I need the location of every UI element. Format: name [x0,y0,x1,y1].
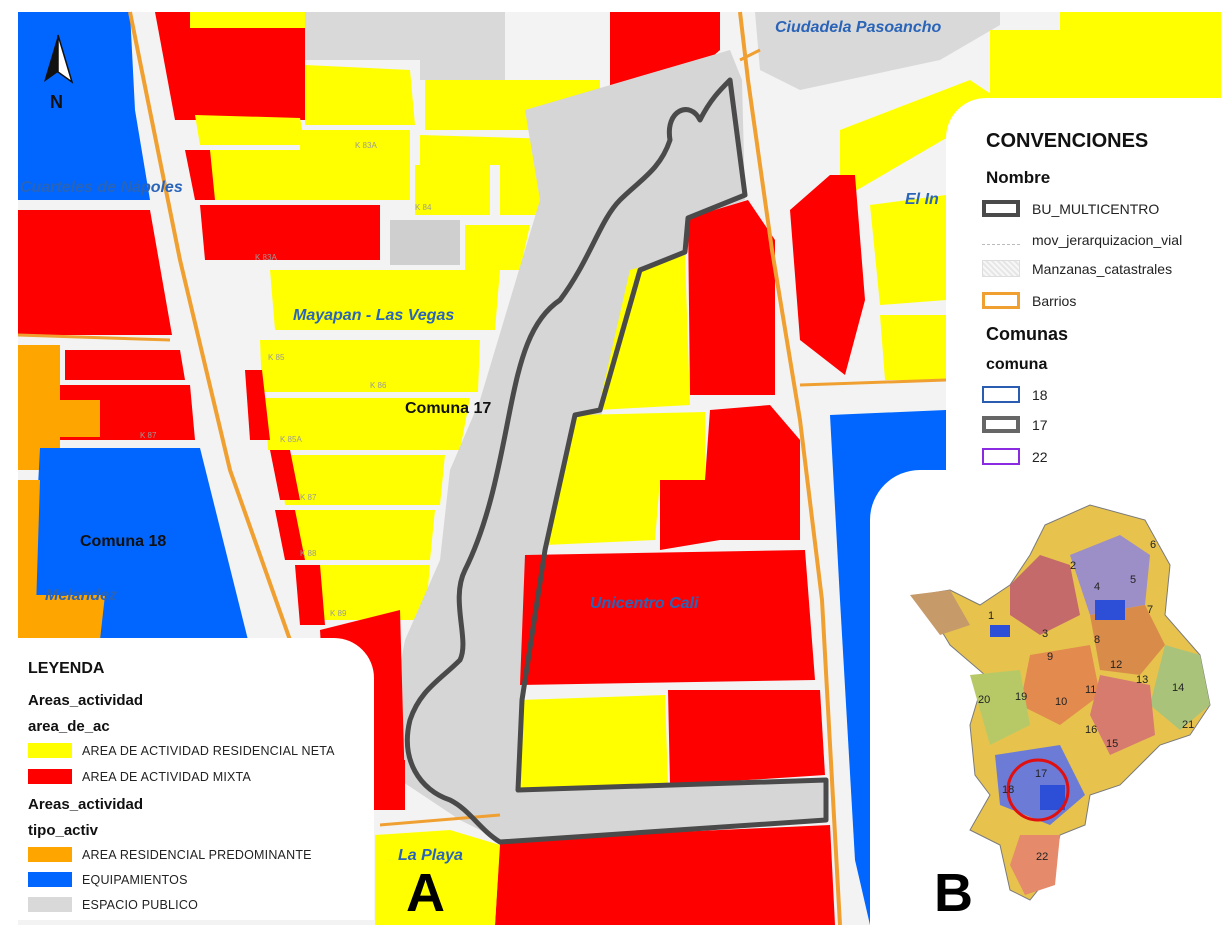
conventions-title: CONVENCIONES [986,130,1149,152]
label-comuna-18: Comuna 18 [80,533,166,550]
panel-label-a: A [406,863,445,923]
conv-item-label: 17 [1032,416,1048,433]
inset-highlight-circle [1006,758,1070,822]
svg-text:K 83A: K 83A [255,253,277,262]
comunas-title: Comunas [986,324,1069,344]
legend-item-residencial-predominante: AREA RESIDENCIAL PREDOMINANTE [28,847,312,862]
inset-map: 1 2 3 4 5 6 7 8 9 10 11 12 13 14 15 16 1… [910,504,1211,901]
legend-item-actividad-mixta: AREA DE ACTIVIDAD MIXTA [28,769,251,784]
swatch-dotted [982,260,1020,277]
legend-group1-field: area_de_ac [28,718,110,735]
inset-number: 12 [1110,659,1122,671]
inset-number: 17 [1035,768,1047,780]
inset-number: 13 [1136,674,1148,686]
inset-number: 18 [1002,784,1014,796]
inset-number: 10 [1055,696,1067,708]
comunas-field: comuna [986,356,1048,373]
conv-item-vial: mov_jerarquizacion_vial [982,232,1182,248]
inset-number: 19 [1015,691,1027,703]
inset-number: 16 [1085,724,1097,736]
swatch-blue-outline [982,386,1020,403]
conv-item-label: Manzanas_catastrales [1032,260,1173,277]
legend-item-label: AREA DE ACTIVIDAD RESIDENCIAL NETA [82,743,335,758]
inset-number: 8 [1094,634,1100,646]
swatch-orange-outline [982,292,1020,309]
svg-text:K 87: K 87 [300,493,317,502]
conventions-panel: CONVENCIONES Nombre BU_MULTICENTRO mov_j… [946,98,1221,488]
swatch-thick-outline [982,200,1020,217]
conv-comuna-17: 17 [982,416,1048,433]
label-unicentro-cali: Unicentro Cali [590,595,699,612]
svg-text:K 87: K 87 [140,431,157,440]
conv-item-label: mov_jerarquizacion_vial [1032,232,1183,248]
swatch-thin-line [982,243,1020,245]
legend-group1-title: Areas_actividad [28,692,144,709]
label-melandez: Melandez [45,587,117,604]
inset-number: 3 [1042,628,1048,640]
legend-item-label: ESPACIO PUBLICO [82,897,198,912]
label-cuarteles-de-napoles: Cuarteles de Nápoles [20,179,183,196]
conventions-subtitle: Nombre [986,168,1051,187]
label-comuna-17: Comuna 17 [405,400,491,417]
legend-item-espacio-publico: ESPACIO PUBLICO [28,897,198,912]
label-la-playa: La Playa [398,847,463,864]
swatch-red [28,769,72,784]
inset-number: 21 [1182,719,1194,731]
conv-item-label: 18 [1032,386,1048,403]
inset-number: 9 [1047,651,1053,663]
svg-text:K 86: K 86 [370,381,387,390]
svg-text:K 89: K 89 [330,609,347,618]
svg-text:K 85: K 85 [268,353,285,362]
conv-item-label: 22 [1032,448,1048,465]
swatch-purple-outline [982,448,1020,465]
swatch-orange [28,847,72,862]
svg-text:K 84: K 84 [415,203,432,212]
inset-number: 20 [978,694,990,706]
inset-number: 4 [1094,581,1100,593]
inset-number: 6 [1150,539,1156,551]
inset-number: 22 [1036,851,1048,863]
legend-group2-field: tipo_activ [28,822,99,839]
legend-panel: LEYENDA Areas_actividad area_de_ac AREA … [18,638,374,920]
legend-item-residencial-neta: AREA DE ACTIVIDAD RESIDENCIAL NETA [28,743,335,758]
swatch-yellow [28,743,72,758]
conv-item-manzanas: Manzanas_catastrales [982,260,1172,277]
inset-number: 2 [1070,560,1076,572]
conv-item-multicentro: BU_MULTICENTRO [982,200,1159,217]
legend-item-label: AREA RESIDENCIAL PREDOMINANTE [82,847,312,862]
swatch-gray-outline [982,416,1020,433]
legend-title: LEYENDA [28,660,105,677]
label-el-in: El In [905,191,939,208]
conv-item-label: BU_MULTICENTRO [1032,200,1160,217]
label-ciudadela-pasoancho: Ciudadela Pasoancho [775,19,941,36]
north-arrow-icon: N [44,34,74,112]
inset-number: 14 [1172,682,1184,694]
conv-comuna-22: 22 [982,448,1048,465]
legend-item-label: EQUIPAMIENTOS [82,872,188,887]
inset-number: 15 [1106,738,1118,750]
svg-text:K 88: K 88 [300,549,317,558]
legend-group2-title: Areas_actividad [28,796,144,813]
swatch-gray [28,897,72,912]
svg-text:K 83A: K 83A [355,141,377,150]
legend-item-label: AREA DE ACTIVIDAD MIXTA [82,769,251,784]
panel-label-b: B [934,863,973,923]
legend-item-equipamientos: EQUIPAMIENTOS [28,872,188,887]
svg-text:K 85A: K 85A [280,435,302,444]
inset-number: 1 [988,610,994,622]
conv-item-barrios: Barrios [982,292,1076,309]
north-letter: N [50,92,63,112]
conv-item-label: Barrios [1032,292,1077,309]
inset-number: 7 [1147,604,1153,616]
inset-number: 5 [1130,574,1136,586]
inset-number: 11 [1085,684,1096,696]
label-mayapan-las-vegas: Mayapan - Las Vegas [293,307,454,324]
conv-comuna-18: 18 [982,386,1048,403]
swatch-blue [28,872,72,887]
